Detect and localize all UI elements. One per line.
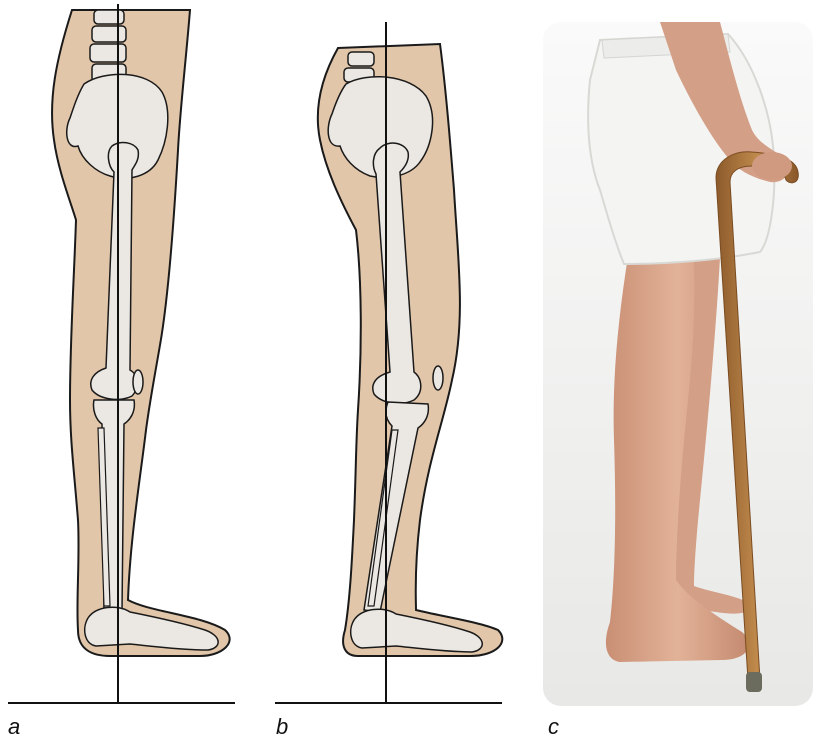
panel-c-hand (752, 152, 792, 180)
panel-label-b: b (276, 714, 288, 740)
panel-a-patella (133, 370, 143, 394)
panel-c-photo (543, 22, 813, 706)
panel-b-patella (433, 366, 443, 390)
panel-b-leg-diagram (275, 22, 502, 703)
panel-a-leg-diagram (8, 4, 235, 703)
panel-label-a: a (8, 714, 20, 740)
panel-a-spine (90, 10, 126, 82)
panel-label-c: c (548, 714, 559, 740)
panel-c-cane-tip (746, 672, 762, 692)
